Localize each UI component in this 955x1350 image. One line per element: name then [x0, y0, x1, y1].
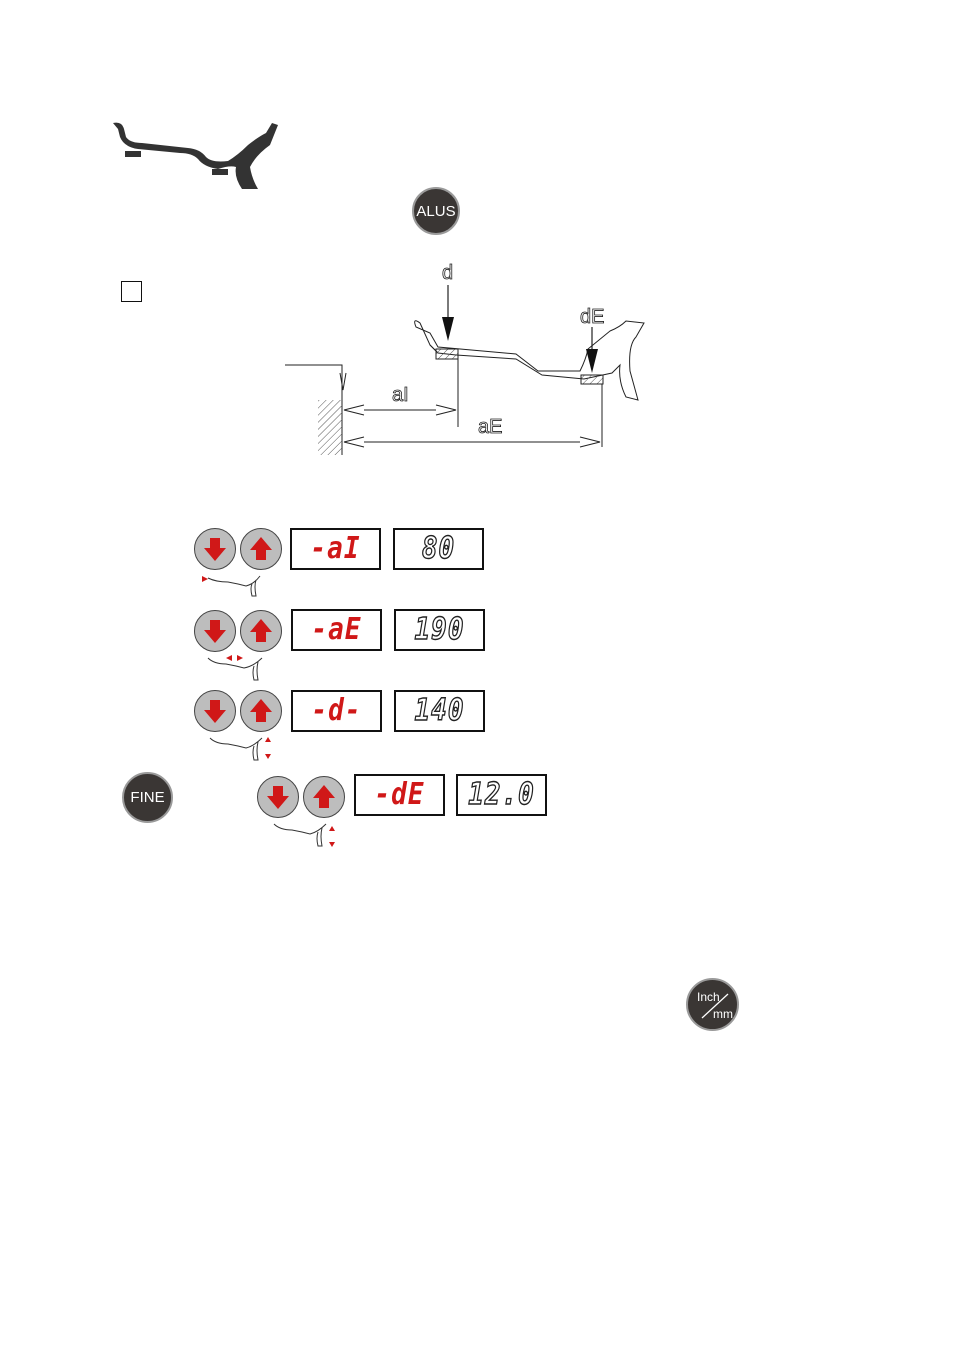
arrow-up-icon — [241, 529, 281, 569]
value-display: 12.0 — [456, 774, 547, 816]
code-display-text: -aI — [311, 532, 361, 567]
decrease-button[interactable] — [257, 776, 299, 818]
fine-button-label: FINE — [130, 789, 164, 806]
code-display: -aI — [290, 528, 381, 570]
increase-button[interactable] — [303, 776, 345, 818]
rim-measure-hint-icon — [204, 652, 270, 682]
value-display-text: 190 — [415, 613, 465, 648]
arrow-up-icon — [241, 691, 281, 731]
mm-label: mm — [713, 1007, 733, 1021]
label-aE: aE — [478, 416, 502, 438]
value-display: 140 — [394, 690, 485, 732]
alus-button-label: ALUS — [416, 203, 455, 220]
code-display-text: -dE — [375, 778, 425, 813]
alus-button[interactable]: ALUS — [412, 187, 460, 235]
code-display: -dE — [354, 774, 445, 816]
increase-button[interactable] — [240, 528, 282, 570]
arrow-down-icon — [258, 777, 298, 817]
label-dE: dE — [580, 306, 604, 328]
checkbox[interactable] — [121, 281, 142, 302]
value-display: 190 — [394, 609, 485, 651]
rim-measure-hint-icon — [270, 820, 340, 850]
machine-flange — [318, 400, 342, 455]
rim-measure-hint-icon — [206, 734, 276, 764]
code-display: -aE — [291, 609, 382, 651]
code-display-text: -aE — [312, 613, 362, 648]
value-display-text: 12.0 — [468, 778, 535, 813]
decrease-button[interactable] — [194, 690, 236, 732]
decrease-button[interactable] — [194, 610, 236, 652]
increase-button[interactable] — [240, 690, 282, 732]
arrow-down-icon — [195, 611, 235, 651]
arrow-down-icon — [195, 691, 235, 731]
rim-measure-hint-icon — [198, 572, 268, 598]
code-display: -d- — [291, 690, 382, 732]
increase-button[interactable] — [240, 610, 282, 652]
inner-weight-block — [436, 349, 458, 359]
arrow-up-icon — [241, 611, 281, 651]
rim-profile-icon — [108, 115, 283, 195]
arrow-up-icon — [304, 777, 344, 817]
value-display-text: 140 — [415, 694, 465, 729]
value-display-text: 80 — [422, 532, 455, 567]
outer-weight-block — [581, 375, 603, 384]
code-display-text: -d- — [312, 694, 362, 729]
decrease-button[interactable] — [194, 528, 236, 570]
arrow-down-icon — [195, 529, 235, 569]
label-d: d — [442, 262, 453, 284]
fine-button[interactable]: FINE — [122, 772, 173, 823]
rim-measurement-diagram: d dE aI aE — [280, 255, 660, 465]
value-display: 80 — [393, 528, 484, 570]
label-aI: aI — [392, 384, 409, 406]
inch-mm-toggle-button[interactable]: Inch mm — [686, 978, 739, 1031]
